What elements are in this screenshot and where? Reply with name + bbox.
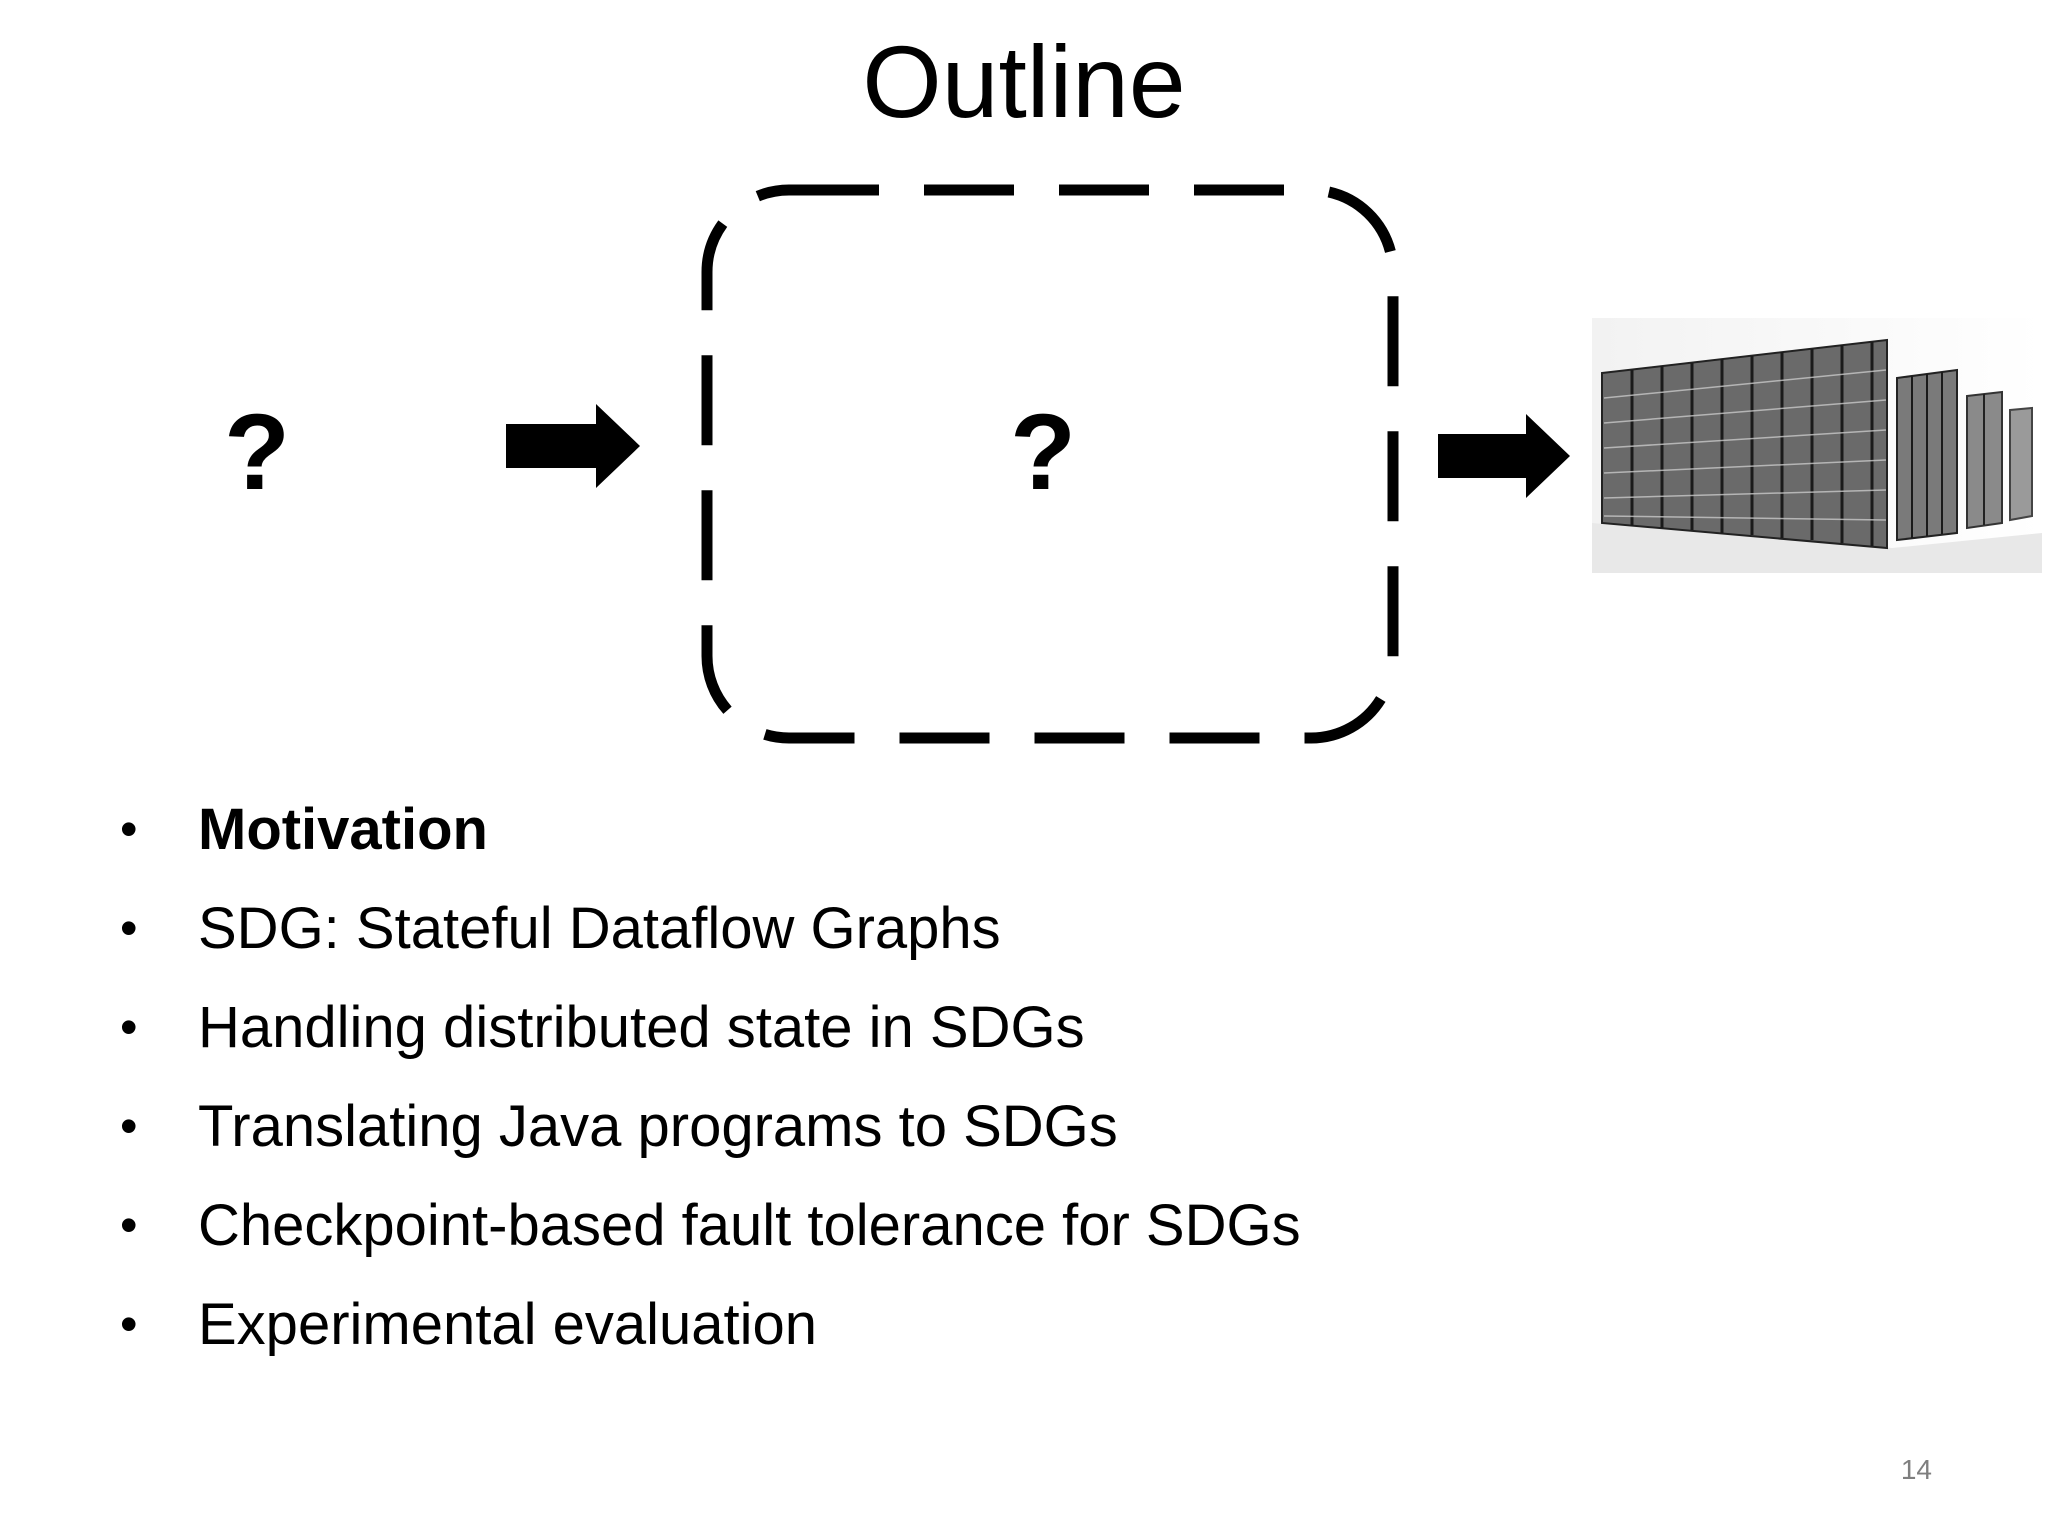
bullet-sdg: • SDG: Stateful Dataflow Graphs bbox=[120, 879, 1301, 978]
bullet-distributed-state: • Handling distributed state in SDGs bbox=[120, 978, 1301, 1077]
bullet-dot: • bbox=[120, 1098, 138, 1154]
bullet-dot: • bbox=[120, 900, 138, 956]
bullet-text: SDG: Stateful Dataflow Graphs bbox=[198, 896, 1001, 961]
input-arrow-icon bbox=[506, 404, 640, 488]
outline-bullet-list: • Motivation • SDG: Stateful Dataflow Gr… bbox=[120, 780, 1301, 1374]
bullet-motivation: • Motivation bbox=[120, 780, 1301, 879]
bullet-dot: • bbox=[120, 1197, 138, 1253]
system-dashed-box bbox=[701, 184, 1399, 744]
diagram-shapes bbox=[506, 184, 1570, 744]
input-question-mark: ? bbox=[224, 391, 290, 512]
server-cluster-icon bbox=[1592, 318, 2042, 573]
bullet-text: Handling distributed state in SDGs bbox=[198, 995, 1085, 1060]
bullet-dot: • bbox=[120, 999, 138, 1055]
bullet-dot: • bbox=[120, 801, 138, 857]
bullet-text: Translating Java programs to SDGs bbox=[198, 1094, 1118, 1159]
bullet-text: Checkpoint-based fault tolerance for SDG… bbox=[198, 1193, 1301, 1258]
system-question-mark: ? bbox=[1010, 391, 1076, 512]
slide-title: Outline bbox=[862, 25, 1186, 139]
bullet-dot: • bbox=[120, 1296, 138, 1352]
bullet-translating-java: • Translating Java programs to SDGs bbox=[120, 1077, 1301, 1176]
output-arrow-icon bbox=[1438, 414, 1570, 498]
bullet-text: Experimental evaluation bbox=[198, 1292, 818, 1357]
outline-diagram: ? ? bbox=[224, 184, 2042, 744]
bullet-text: Motivation bbox=[198, 797, 488, 862]
page-number: 14 bbox=[1900, 1454, 1932, 1485]
bullet-evaluation: • Experimental evaluation bbox=[120, 1275, 1301, 1374]
bullet-fault-tolerance: • Checkpoint-based fault tolerance for S… bbox=[120, 1176, 1301, 1275]
